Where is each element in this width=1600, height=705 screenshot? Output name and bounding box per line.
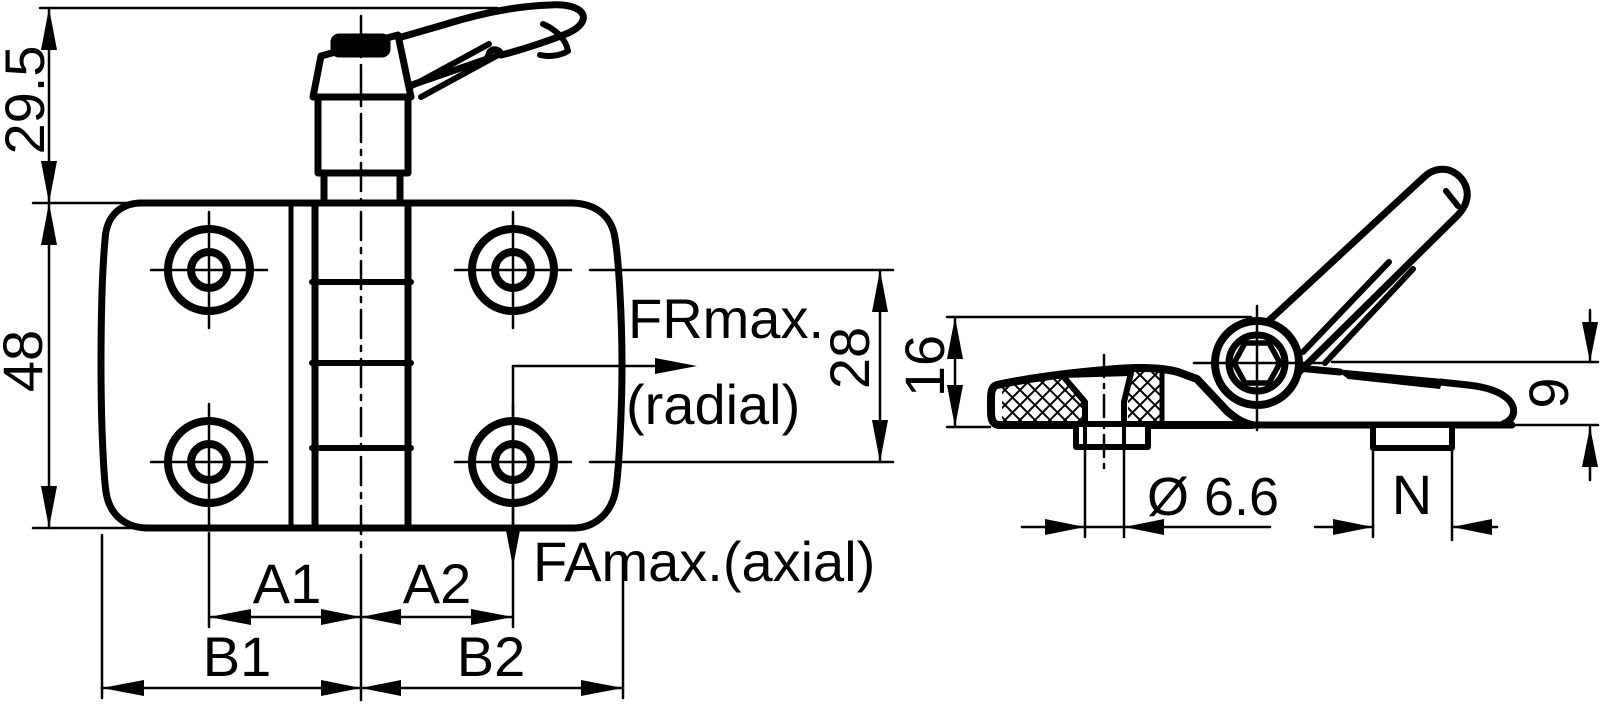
dim-a1-label: A1	[253, 552, 322, 615]
front-view: 29.5 48 28 FRmax. (radial)	[0, 1, 895, 702]
dim-a2-label: A2	[403, 552, 472, 615]
side-view: 16 9 Ø 6.6 N	[893, 165, 1600, 542]
section-hatch-right	[1128, 369, 1162, 421]
pivot-hub	[1192, 304, 1324, 432]
dim-16-label: 16	[893, 335, 956, 397]
dim-29-5-label: 29.5	[0, 46, 56, 155]
dim-b1-label: B1	[203, 625, 272, 688]
section-hatch-left	[1002, 374, 1086, 421]
clamp-lever-handle-inner-line-2	[418, 51, 503, 100]
dimension-hole-diameter	[1020, 445, 1272, 539]
side-lever-inner-line-2	[1322, 266, 1416, 366]
force-axial-label: FAmax.(axial)	[533, 530, 875, 593]
side-lever-tip-line	[1443, 188, 1461, 209]
dim-28-label: 28	[818, 327, 881, 389]
dimension-b1-b2	[100, 533, 625, 700]
mounting-hole	[149, 210, 269, 330]
dim-b2-label: B2	[457, 625, 526, 688]
dimension-n	[1313, 446, 1499, 542]
dim-48-label: 48	[0, 330, 54, 392]
side-lever	[1258, 165, 1471, 381]
right-boss	[1370, 422, 1455, 451]
dimension-16	[945, 315, 1253, 429]
clamp-lever-handle-inner-line-1	[407, 41, 492, 90]
force-radial-label-1: FRmax.	[628, 287, 824, 350]
force-axial-arrow	[505, 364, 521, 629]
force-radial-arrow	[511, 358, 697, 374]
dimension-48	[31, 201, 147, 530]
mounting-hole	[149, 402, 269, 530]
dimension-9	[1330, 308, 1600, 482]
force-radial-label-2: (radial)	[626, 373, 800, 436]
dimension-29-5	[31, 6, 499, 205]
left-boss	[1073, 421, 1151, 450]
dimension-28	[588, 268, 895, 464]
dim-hole-diameter-label: Ø 6.6	[1147, 467, 1279, 527]
mounting-hole	[453, 210, 573, 330]
side-lever-inner-line-1	[1300, 259, 1392, 355]
clamp-lever-handle-tip-line	[537, 21, 571, 59]
dimension-a1-a2	[207, 531, 515, 629]
dim-n-label: N	[1392, 463, 1432, 526]
dim-9-label: 9	[1517, 377, 1580, 408]
clamp-lever-hub	[314, 93, 412, 177]
